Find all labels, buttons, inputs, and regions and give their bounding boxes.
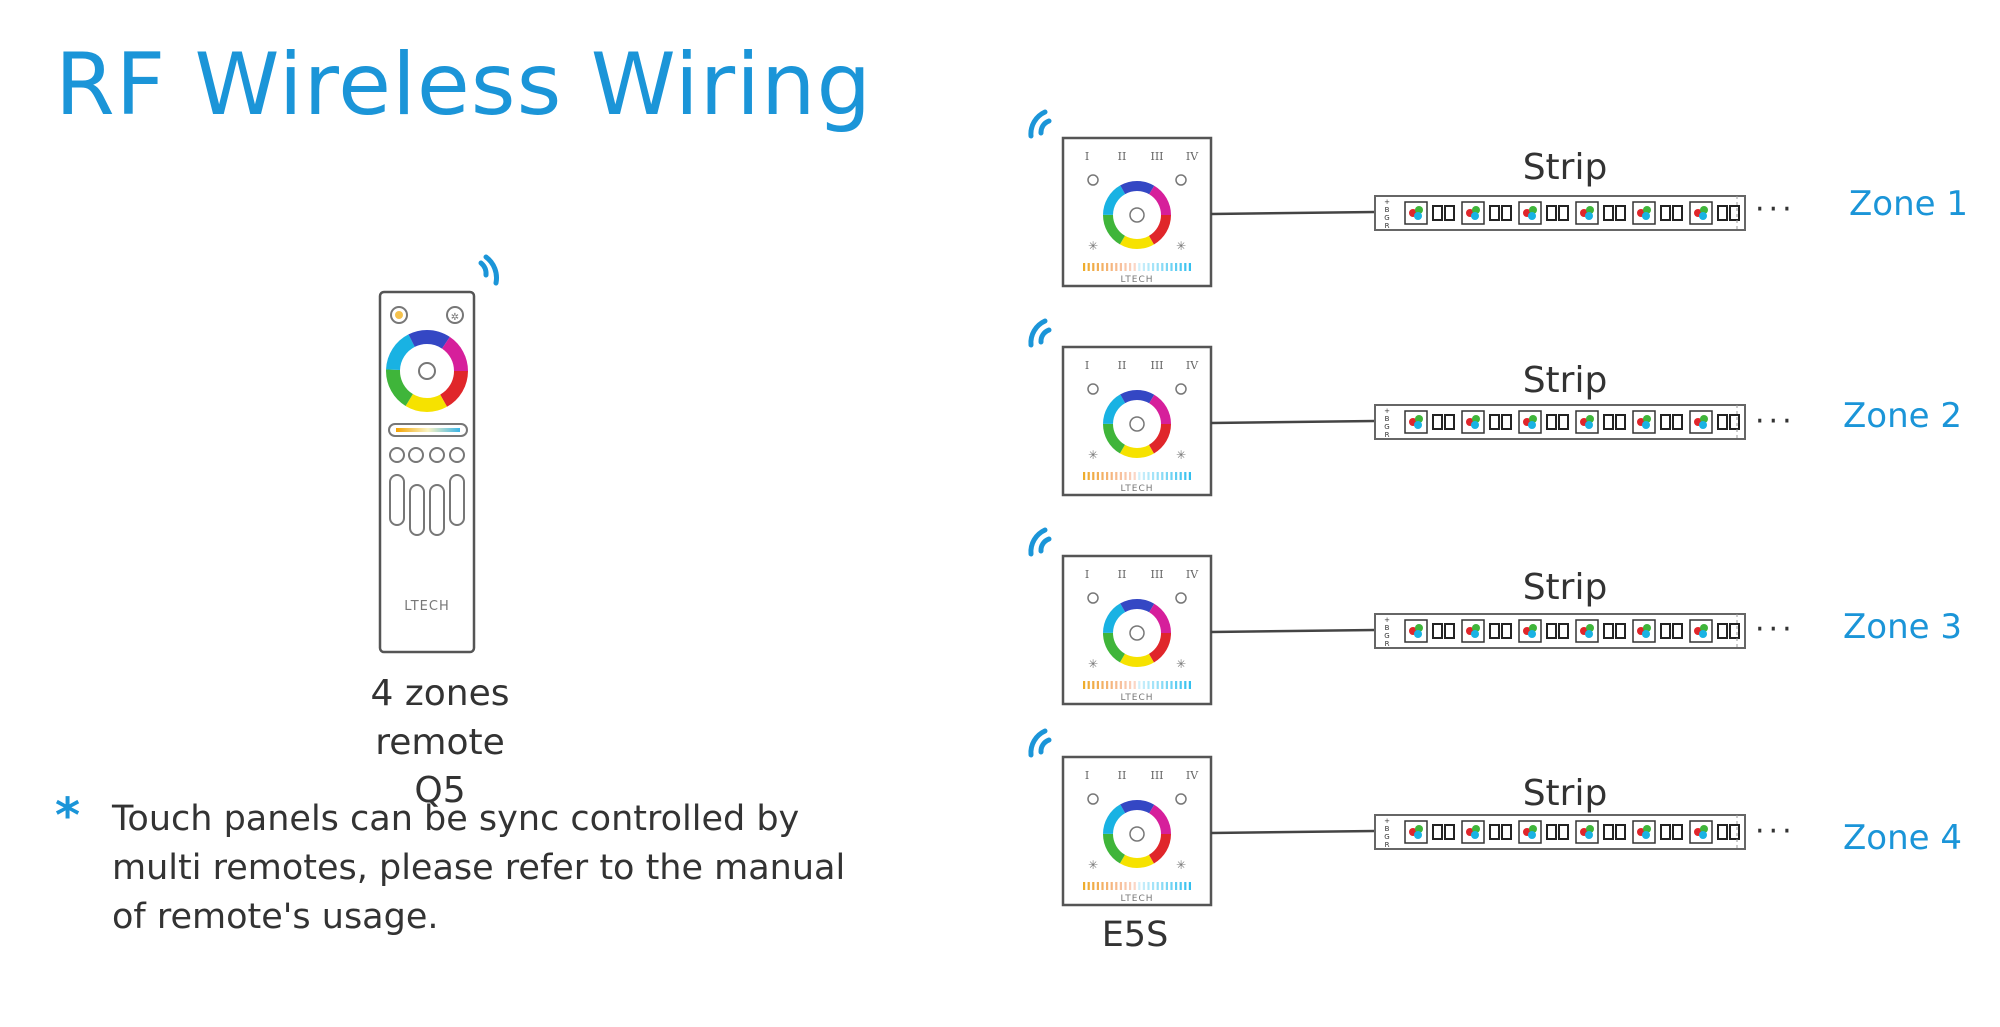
svg-text:✳: ✳	[1088, 858, 1098, 872]
panel-signal-icon	[1028, 318, 1052, 348]
panel-signal-icon	[1028, 109, 1052, 139]
strip-pin-label: +	[1384, 817, 1390, 825]
panel-zone-mark: II	[1118, 150, 1127, 163]
strip-pin-label: B	[1385, 624, 1390, 632]
led-strip: +BGR	[1374, 195, 1746, 231]
panel-zone-mark: IV	[1186, 568, 1199, 581]
note-text: Touch panels can be sync controlled by m…	[112, 799, 846, 937]
zone-label-2: Zone 2	[1843, 396, 1962, 436]
panel-brand: LTECH	[1120, 484, 1153, 494]
svg-text:✲: ✲	[451, 312, 459, 323]
strip-pin-label: R	[1385, 841, 1390, 849]
zone-label-3: Zone 3	[1843, 607, 1962, 647]
svg-text:✳: ✳	[1176, 657, 1186, 671]
strip-pin-label: +	[1384, 198, 1390, 206]
strip-pin-label: B	[1385, 825, 1390, 833]
connection-wire	[1210, 419, 1376, 425]
svg-text:✳: ✳	[1176, 239, 1186, 253]
svg-text:✳: ✳	[1176, 858, 1186, 872]
zone-label-1: Zone 1	[1849, 184, 1968, 224]
panel-zone-mark: IV	[1186, 359, 1199, 372]
panel-zone-mark: I	[1085, 359, 1089, 372]
strip-pin-label: R	[1385, 640, 1390, 648]
remote-signal-icon	[478, 254, 499, 286]
strip-pin-label: G	[1384, 423, 1389, 431]
panel-zone-mark: III	[1150, 769, 1163, 782]
strip-label-1: Strip	[1522, 147, 1608, 188]
svg-text:✳: ✳	[1088, 239, 1098, 253]
strip-label-3: Strip	[1522, 567, 1608, 608]
remote-zone-keys	[389, 447, 465, 536]
strip-pin-label: G	[1384, 214, 1389, 222]
svg-text:✳: ✳	[1088, 657, 1098, 671]
panel-zone-mark: I	[1085, 769, 1089, 782]
strip-pin-label: +	[1384, 616, 1390, 624]
continuation-dots-3: ···	[1755, 612, 1796, 647]
zone-label-4: Zone 4	[1843, 818, 1962, 858]
strip-pin-label: G	[1384, 632, 1389, 640]
remote-brand: LTECH	[404, 599, 449, 614]
remote-q5: ✲ LTECH	[378, 290, 476, 654]
remote-color-wheel	[386, 330, 468, 412]
panel-zone-mark: II	[1118, 769, 1127, 782]
panel-signal-icon	[1028, 527, 1052, 557]
led-strip: +BGR	[1374, 404, 1746, 440]
svg-text:✳: ✳	[1088, 448, 1098, 462]
panel-zone-mark: IV	[1186, 769, 1199, 782]
panel-zone-mark: III	[1150, 150, 1163, 163]
strip-pin-label: G	[1384, 833, 1389, 841]
remote-caption: 4 zones remote Q5	[310, 670, 570, 816]
led-strip: +BGR	[1374, 814, 1746, 850]
panel-brand: LTECH	[1120, 693, 1153, 703]
remote-model: Q5	[414, 770, 466, 812]
connection-wire	[1210, 210, 1376, 216]
svg-text:✳: ✳	[1176, 448, 1186, 462]
panel-signal-icon	[1028, 728, 1052, 758]
strip-pin-label: B	[1385, 415, 1390, 423]
page-title: RF Wireless Wiring	[55, 35, 873, 135]
strip-pin-label: R	[1385, 222, 1390, 230]
panel-zone-mark: III	[1150, 568, 1163, 581]
continuation-dots-2: ···	[1755, 404, 1796, 439]
panel-brand: LTECH	[1120, 894, 1153, 904]
panel-zone-mark: II	[1118, 568, 1127, 581]
connection-wire	[1210, 628, 1376, 634]
panel-model-label: E5S	[1101, 915, 1169, 955]
strip-pin-label: B	[1385, 206, 1390, 214]
panel-brand: LTECH	[1120, 275, 1153, 285]
panel-zone-mark: III	[1150, 359, 1163, 372]
strip-label-2: Strip	[1522, 360, 1608, 401]
panel-zone-mark: IV	[1186, 150, 1199, 163]
strip-label-4: Strip	[1522, 773, 1608, 814]
strip-pin-label: R	[1385, 431, 1390, 439]
strip-pin-label: +	[1384, 407, 1390, 415]
continuation-dots-4: ···	[1755, 814, 1796, 849]
note-marker: *	[55, 788, 81, 844]
panel-zone-mark: II	[1118, 359, 1127, 372]
continuation-dots-1: ···	[1755, 192, 1796, 227]
led-strip: +BGR	[1374, 613, 1746, 649]
panel-zone-mark: I	[1085, 568, 1089, 581]
panel-zone-mark: I	[1085, 150, 1089, 163]
remote-name: 4 zones remote	[370, 673, 510, 763]
connection-wire	[1210, 829, 1376, 835]
